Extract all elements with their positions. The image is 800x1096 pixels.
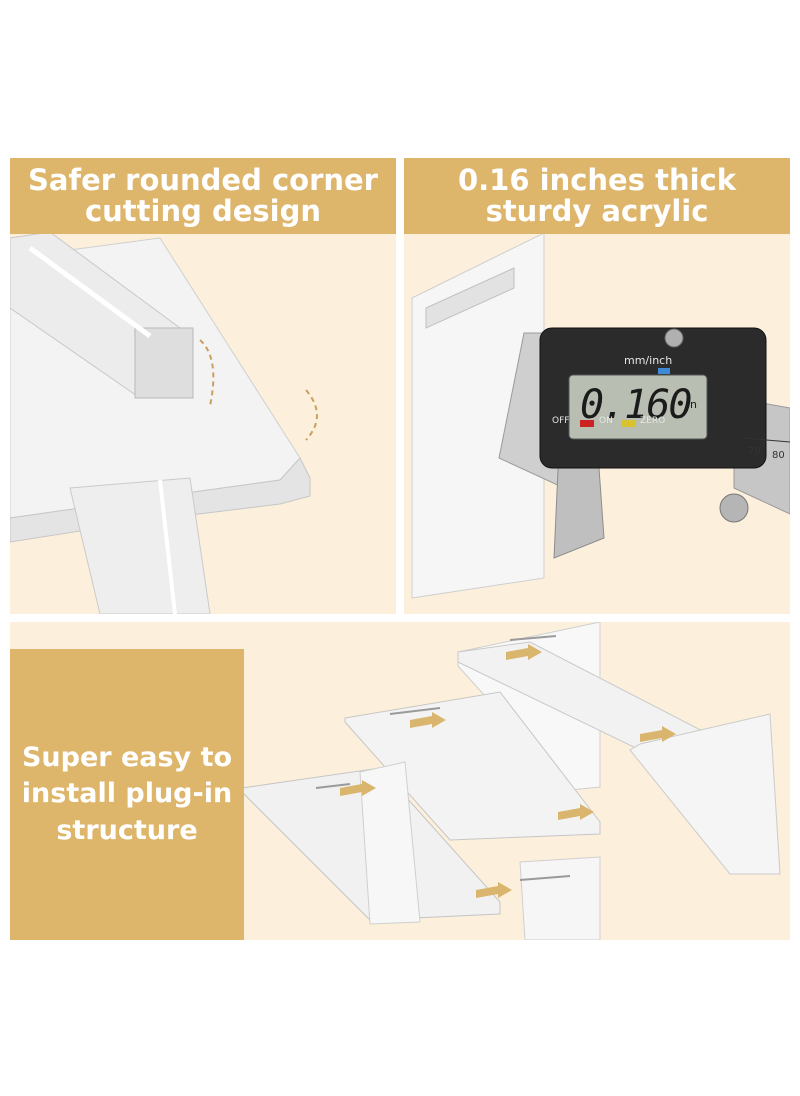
install-banner-line1: Super easy to bbox=[21, 741, 233, 773]
caliper-zero-label: ZERO bbox=[640, 416, 666, 426]
install-banner-line2: install plug-in bbox=[21, 778, 233, 810]
plug-in-structure-illustration bbox=[241, 622, 781, 940]
caliper-lcd-reading: 0.160 bbox=[580, 382, 692, 428]
thickness-banner-line2: sturdy acrylic bbox=[485, 194, 709, 228]
install-banner: Super easy to install plug-in structure bbox=[10, 649, 244, 940]
caliper-scale-number: 80 bbox=[772, 450, 785, 461]
caliper-illustration bbox=[411, 232, 790, 599]
caliper-unit-button: mm/inch bbox=[624, 354, 673, 367]
rounded-corner-illustration bbox=[10, 231, 318, 614]
caliper-scale-number: 70 bbox=[748, 446, 761, 457]
caliper-lcd-unit: in bbox=[687, 398, 698, 411]
corner-panel bbox=[10, 158, 396, 614]
corner-banner: Safer rounded corner cutting design bbox=[10, 158, 396, 234]
thickness-banner: 0.16 inches thick sturdy acrylic bbox=[404, 158, 790, 234]
install-banner-line3: structure bbox=[56, 814, 198, 846]
caliper-off-label: OFF bbox=[552, 416, 570, 426]
thickness-panel: mm/inch 0.160 in OFF ON ZERO 70 80 bbox=[404, 158, 790, 614]
caliper-on-label: ON bbox=[599, 416, 613, 426]
corner-banner-line1: Safer rounded corner bbox=[28, 162, 378, 197]
corner-banner-line2: cutting design bbox=[84, 194, 322, 228]
thickness-banner-line1: 0.16 inches thick bbox=[457, 162, 737, 197]
